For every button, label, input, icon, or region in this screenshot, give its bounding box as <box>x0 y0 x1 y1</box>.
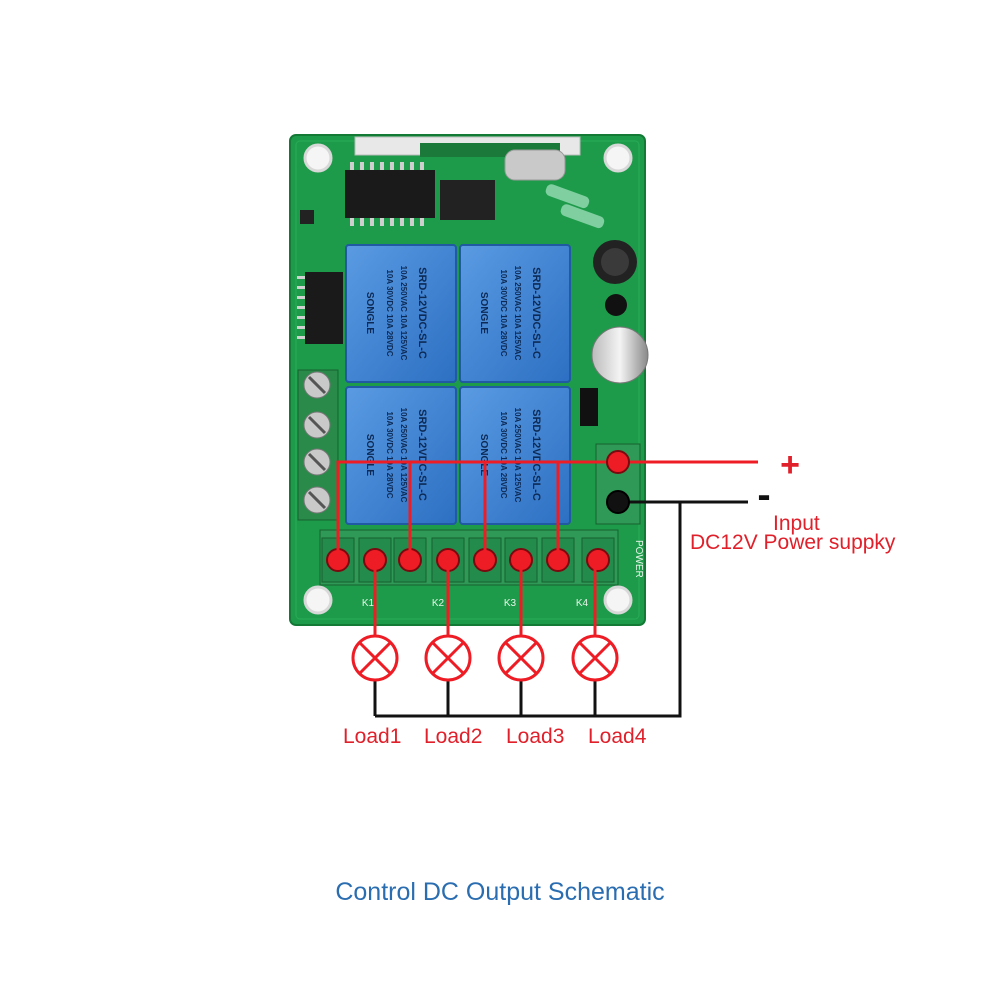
output-terminal-8 <box>581 537 615 583</box>
negative-return-wire <box>375 502 682 718</box>
negative-terminal <box>606 490 630 514</box>
relay-rating-2: 10A 30VDC 10A 28VDC <box>499 411 508 498</box>
power-silkscreen: POWER <box>633 540 644 578</box>
supply-label: DC12V Power suppky <box>690 531 896 554</box>
channel-label-k4: K4 <box>576 598 589 609</box>
relay-rating-2: 10A 30VDC 10A 28VDC <box>499 269 508 356</box>
decoder-ic <box>345 162 495 226</box>
relay-4: SRD-12VDC-SL-C 10A 250VAC 10A 125VAC 10A 3… <box>459 386 571 525</box>
channel-label-k2: K2 <box>432 598 445 609</box>
relay-rating-1: 10A 250VAC 10A 125VAC <box>513 408 522 503</box>
left-screw-1 <box>303 371 331 399</box>
driver-ic <box>297 272 343 344</box>
relay-rating-1: 10A 250VAC 10A 125VAC <box>399 408 408 503</box>
relay-rating-1: 10A 250VAC 10A 125VAC <box>399 266 408 361</box>
diode <box>580 388 598 426</box>
relay-rating-2: 10A 30VDC 10A 28VDC <box>385 411 394 498</box>
left-screw-2 <box>303 411 331 439</box>
output-screw-terminal <box>319 529 619 586</box>
relay-model: SRD-12VDC-SL-C <box>416 409 428 501</box>
relay-brand: SONGLE <box>478 292 489 335</box>
left-screw-3 <box>303 448 331 476</box>
positive-symbol: + <box>780 446 800 484</box>
relay-3: SRD-12VDC-SL-C 10A 250VAC 10A 125VAC 10A 3… <box>345 386 457 525</box>
left-screw-4 <box>303 486 331 514</box>
relay-brand: SONGLE <box>478 434 489 477</box>
relay-brand: SONGLE <box>364 434 375 477</box>
loads <box>351 634 619 682</box>
relay-rating-1: 10A 250VAC 10A 125VAC <box>513 266 522 361</box>
relay-brand: SONGLE <box>364 292 375 335</box>
wiring <box>336 450 758 718</box>
resistors <box>300 184 605 229</box>
relay-1: SRD-12VDC-SL-C 10A 250VAC 10A 125VAC 10A 3… <box>345 244 457 383</box>
lamp-icon <box>571 634 619 682</box>
relay-model: SRD-12VDC-SL-C <box>416 267 428 359</box>
capacitors <box>591 240 649 384</box>
channel-labels: K1 K2 K3 K4 <box>362 598 589 609</box>
negative-symbol: - <box>757 473 770 517</box>
relay-model: SRD-12VDC-SL-C <box>530 267 542 359</box>
lamp-icon <box>424 634 472 682</box>
load-label-3: Load3 <box>506 725 565 748</box>
channel-label-k1: K1 <box>362 598 375 609</box>
relay-board: SRD-12VDC-SL-C 10A 250VAC 10A 125VAC 10A 3… <box>289 134 649 626</box>
relay-2: SRD-12VDC-SL-C 10A 250VAC 10A 125VAC 10A 3… <box>459 244 571 383</box>
lamp-icon <box>497 634 545 682</box>
relay-rating-2: 10A 30VDC 10A 28VDC <box>385 269 394 356</box>
channel-label-k3: K3 <box>504 598 517 609</box>
load-label-1: Load1 <box>343 725 402 748</box>
relays: SRD-12VDC-SL-C 10A 250VAC 10A 125VAC 10A 3… <box>345 244 571 525</box>
rf-receiver-module <box>354 136 581 181</box>
left-screw-terminal <box>297 369 339 521</box>
lamp-icon <box>351 634 399 682</box>
load-label-4: Load4 <box>588 725 647 748</box>
caption: Control DC Output Schematic <box>335 878 665 906</box>
positive-terminal <box>606 450 630 474</box>
load-label-2: Load2 <box>424 725 483 748</box>
input-label: Input <box>773 512 820 535</box>
relay-model: SRD-12VDC-SL-C <box>530 409 542 501</box>
mounting-holes <box>303 143 633 615</box>
